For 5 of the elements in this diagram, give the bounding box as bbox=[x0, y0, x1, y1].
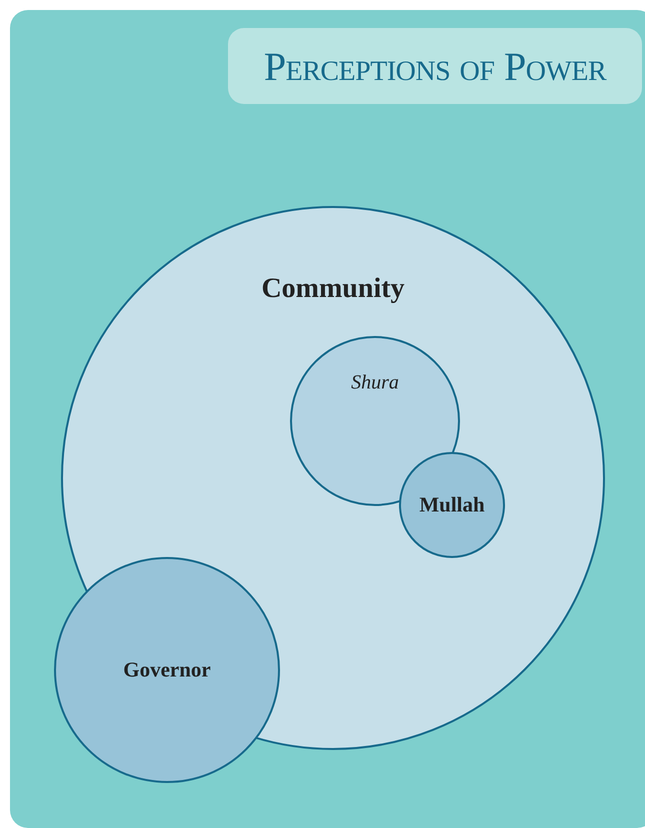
circle-label: Governor bbox=[122, 658, 212, 682]
circle-label: Shura bbox=[350, 371, 400, 394]
title: Perceptions of Power bbox=[264, 42, 606, 90]
circle-label: Mullah bbox=[418, 492, 486, 518]
circle-label: Community bbox=[260, 273, 406, 305]
